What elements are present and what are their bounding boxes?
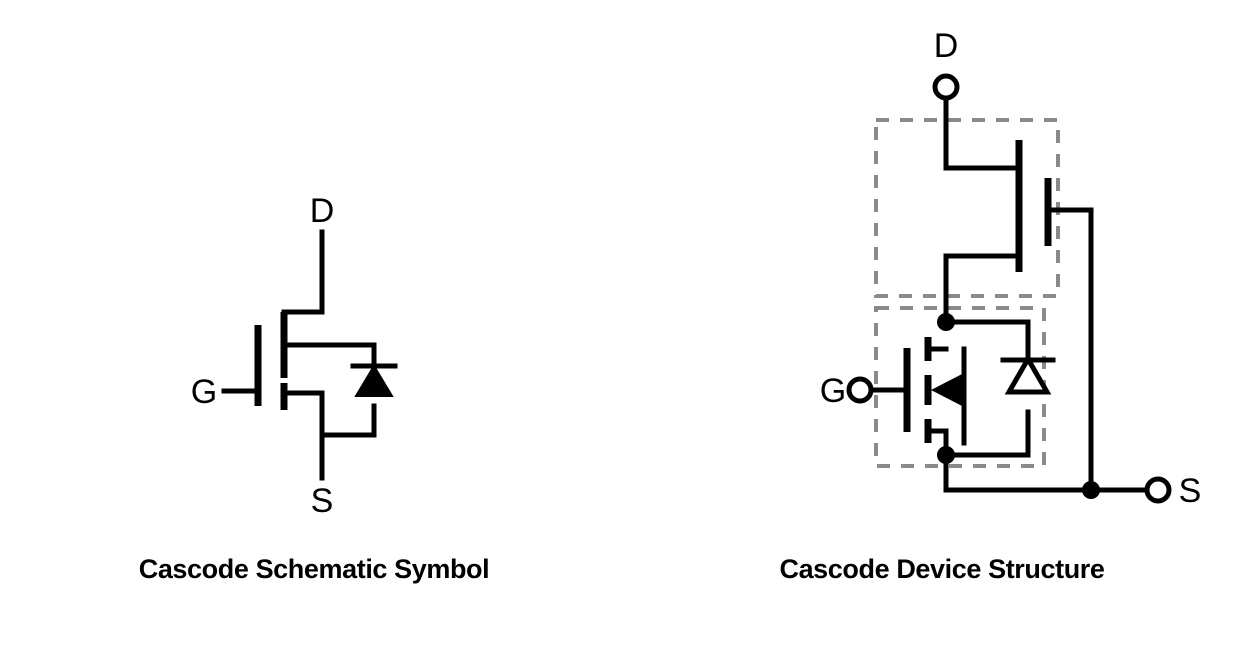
source-output-rail [943,428,1161,493]
source-rail [281,390,377,481]
drain-terminal [932,73,1021,171]
junction-dot-source-rail [1082,481,1100,499]
junction-dot-drain-node [937,313,955,331]
terminal-label-gate: G [191,373,217,411]
gate-terminal [846,376,909,404]
drain-to-diode-cathode-rail [281,342,377,372]
jfet-gate-lead [1045,207,1094,493]
caption-schematic-symbol: Cascode Schematic Symbol [138,554,490,584]
body-diode [350,363,398,397]
terminal-label-drain: D [310,192,335,230]
mosfet-drain-rail [943,319,1031,367]
junction-dot-source-node [937,446,955,464]
panel-schematic-symbol: D G S Cascode Schematic Symbol [138,192,490,584]
drain-lead [285,229,325,315]
mosfet-body-arrow [931,346,967,446]
caption-device-structure: Cascode Device Structure [779,554,1105,584]
cascode-schematic-symbol-diagram: D G S [191,192,398,520]
cascode-device-structure-diagram: D G S [820,27,1202,510]
jfet-source-lead [943,253,1022,325]
body-diode [1000,353,1056,395]
panel-device-structure: D G S Cascode Device Structure [628,0,1256,649]
terminal-label-gate: G [820,372,846,410]
terminal-label-source: S [311,482,334,520]
dashed-box-jfet [874,118,1060,298]
terminal-label-source: S [1179,472,1202,510]
mosfet-source-rail [943,409,1031,458]
terminal-label-drain: D [934,27,959,65]
source-terminal [1144,476,1172,504]
